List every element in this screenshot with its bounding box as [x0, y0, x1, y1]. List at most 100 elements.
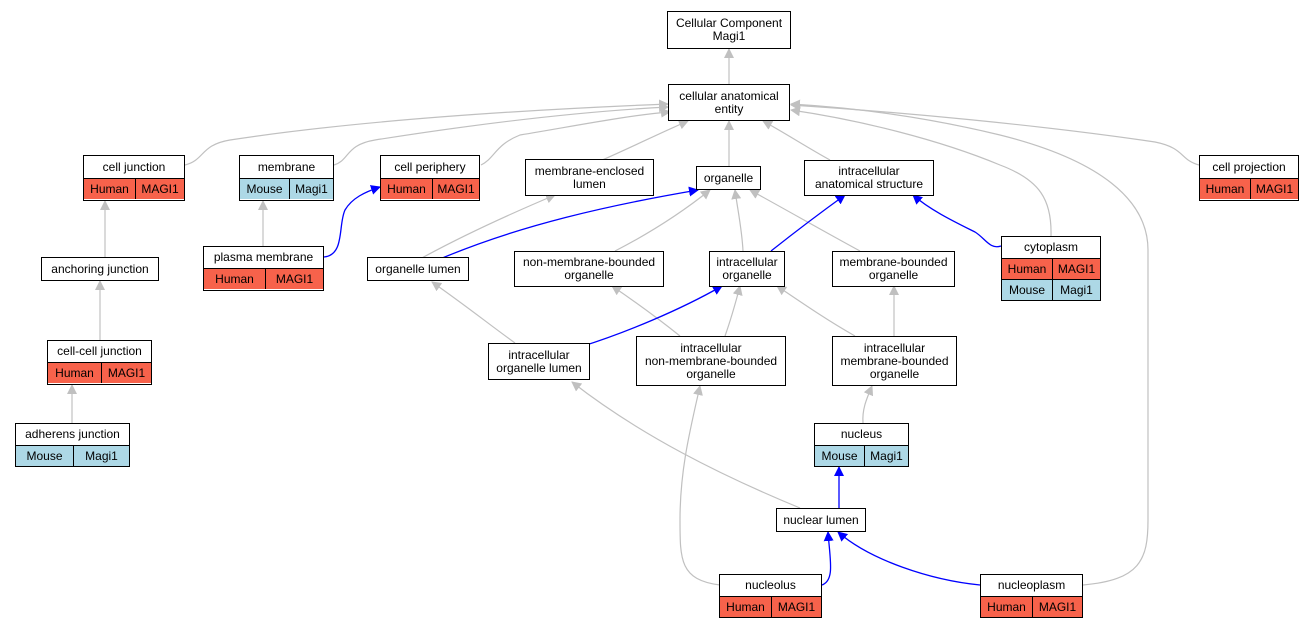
species-cell: Mouse — [26, 449, 63, 463]
node-label-line: membrane — [257, 159, 316, 174]
annotation-row-human: Human MAGI1 — [981, 596, 1082, 617]
node-label-line: organelle lumen — [496, 360, 582, 375]
node-organelle-lumen[interactable]: organelle lumen — [367, 257, 469, 281]
annotation-row-human: Human MAGI1 — [1002, 258, 1100, 279]
node-intracellular-membrane-bounded-organelle[interactable]: intracellular membrane-bounded organelle — [832, 336, 957, 386]
node-adherens-junction[interactable]: adherens junction Mouse Magi1 — [15, 423, 130, 467]
edge-mbo-organelle — [749, 189, 861, 252]
node-label-line: cytoplasm — [1023, 240, 1079, 254]
edge-nucleolus-inmbo — [679, 385, 721, 586]
edge-inmbo-nmbo — [611, 285, 681, 337]
edge-plasmamembrane-cellperiphery — [323, 185, 381, 258]
annotation-row-mouse: Mouse Magi1 — [240, 178, 333, 199]
node-label-line: cellular anatomical — [679, 88, 779, 103]
edge-inmbo-io — [724, 285, 743, 337]
annotation-row-mouse: Mouse Magi1 — [1002, 279, 1100, 300]
gene-cell: Magi1 — [289, 179, 333, 199]
node-label-line: nucleus — [840, 427, 883, 441]
edge-ias-cae — [762, 120, 831, 161]
node-label-line: membrane-bounded — [839, 255, 948, 269]
node-nucleus[interactable]: nucleus Mouse Magi1 — [814, 423, 909, 467]
node-membrane[interactable]: membrane Mouse Magi1 — [239, 155, 334, 201]
edge-iol-organellelumen — [431, 281, 516, 344]
node-cellular-component[interactable]: Cellular Component Magi1 — [667, 11, 791, 49]
node-label-line: nucleoplasm — [997, 578, 1066, 592]
annotation-row-mouse: Mouse Magi1 — [16, 445, 129, 466]
node-intracellular-anatomical-structure[interactable]: intracellular anatomical structure — [804, 160, 934, 196]
species-cell: Human — [987, 600, 1026, 614]
edge-nucleus-imbo — [862, 385, 874, 424]
annotation-row-human: Human MAGI1 — [720, 596, 821, 617]
node-cell-junction[interactable]: cell junction Human MAGI1 — [83, 155, 185, 201]
edge-cellprojection-cae — [790, 100, 1200, 166]
species-cell: Human — [90, 182, 129, 196]
species-cell: Human — [726, 600, 765, 614]
node-label-line: organelle — [722, 268, 772, 282]
node-cell-projection[interactable]: cell projection Human MAGI1 — [1199, 155, 1299, 201]
node-anchoring-junction[interactable]: anchoring junction — [41, 257, 159, 281]
edge-cytoplasm-cae — [790, 106, 1052, 237]
annotation-row-human: Human MAGI1 — [84, 178, 184, 199]
node-label-line: nucleolus — [745, 578, 796, 592]
node-label-line: organelle — [869, 366, 920, 381]
node-label-line: cell periphery — [394, 159, 466, 174]
node-label-line: organelle — [703, 170, 754, 185]
annotation-row-human: Human MAGI1 — [1200, 178, 1298, 199]
gene-cell: MAGI1 — [1052, 259, 1100, 279]
edge-cellperiphery-cae — [480, 107, 671, 166]
gene-cell: MAGI1 — [101, 363, 151, 383]
annotation-row-human: Human MAGI1 — [48, 362, 151, 383]
node-membrane-bounded-organelle[interactable]: membrane-bounded organelle — [832, 251, 955, 287]
node-intracellular-organelle-lumen[interactable]: intracellular organelle lumen — [488, 343, 590, 380]
node-label-line: anchoring junction — [51, 261, 149, 276]
node-cellular-anatomical-entity[interactable]: cellular anatomical entity — [668, 84, 790, 121]
species-cell: Human — [1007, 262, 1047, 276]
node-nucleoplasm[interactable]: nucleoplasm Human MAGI1 — [980, 574, 1083, 618]
annotation-row-mouse: Mouse Magi1 — [815, 445, 908, 466]
species-cell: Human — [387, 182, 426, 196]
node-label-line: membrane-bounded — [840, 353, 949, 368]
node-label-line: intracellular — [680, 340, 742, 355]
node-label-line: cell-cell junction — [57, 344, 142, 358]
node-label-line: membrane-enclosed — [534, 163, 645, 178]
node-label-line: Magi1 — [712, 29, 746, 43]
gene-cell: MAGI1 — [771, 597, 821, 617]
edge-io-ias — [770, 194, 846, 252]
node-label-line: Cellular Component — [675, 16, 783, 30]
species-cell: Human — [1205, 182, 1245, 196]
node-label-line: plasma membrane — [213, 250, 314, 264]
annotation-row-human: Human MAGI1 — [204, 268, 323, 289]
node-label-line: entity — [714, 101, 744, 116]
gene-cell: MAGI1 — [265, 269, 323, 289]
node-label-line: organelle — [564, 268, 614, 282]
node-cell-periphery[interactable]: cell periphery Human MAGI1 — [380, 155, 480, 201]
species-cell: Mouse — [1008, 283, 1046, 297]
node-label-line: non-membrane-bounded — [522, 255, 656, 269]
gene-cell: Magi1 — [864, 446, 908, 466]
edge-iol-io — [579, 285, 723, 348]
node-non-membrane-bounded-organelle[interactable]: non-membrane-bounded organelle — [514, 251, 664, 287]
node-label-line: intracellular — [508, 347, 570, 362]
node-label-line: non-membrane-bounded — [644, 353, 778, 368]
edge-imbo-io — [776, 285, 856, 337]
node-cell-cell-junction[interactable]: cell-cell junction Human MAGI1 — [47, 340, 152, 385]
node-label-line: anatomical structure — [814, 177, 924, 191]
node-label-line: cell junction — [102, 159, 166, 174]
edge-nucleoplasm-nuclearlumen — [837, 531, 981, 586]
gene-cell: MAGI1 — [135, 179, 184, 199]
node-organelle[interactable]: organelle — [696, 166, 761, 190]
node-intracellular-non-membrane-bounded-organelle[interactable]: intracellular non-membrane-bounded organ… — [636, 336, 786, 386]
species-cell: Mouse — [246, 182, 283, 196]
node-intracellular-organelle[interactable]: intracellular organelle — [709, 251, 785, 287]
annotation-row-human: Human MAGI1 — [381, 178, 479, 199]
node-membrane-enclosed-lumen[interactable]: membrane-enclosed lumen — [525, 159, 654, 196]
node-label-line: intracellular — [716, 255, 778, 269]
node-nucleolus[interactable]: nucleolus Human MAGI1 — [719, 574, 822, 618]
node-cytoplasm[interactable]: cytoplasm Human MAGI1 Mouse Magi1 — [1001, 236, 1101, 301]
node-nuclear-lumen[interactable]: nuclear lumen — [776, 508, 866, 532]
edge-nucleoplasm-cae — [790, 99, 1149, 586]
edge-mel-cae — [599, 119, 689, 162]
node-plasma-membrane[interactable]: plasma membrane Human MAGI1 — [203, 246, 324, 291]
gene-cell: MAGI1 — [1032, 597, 1082, 617]
